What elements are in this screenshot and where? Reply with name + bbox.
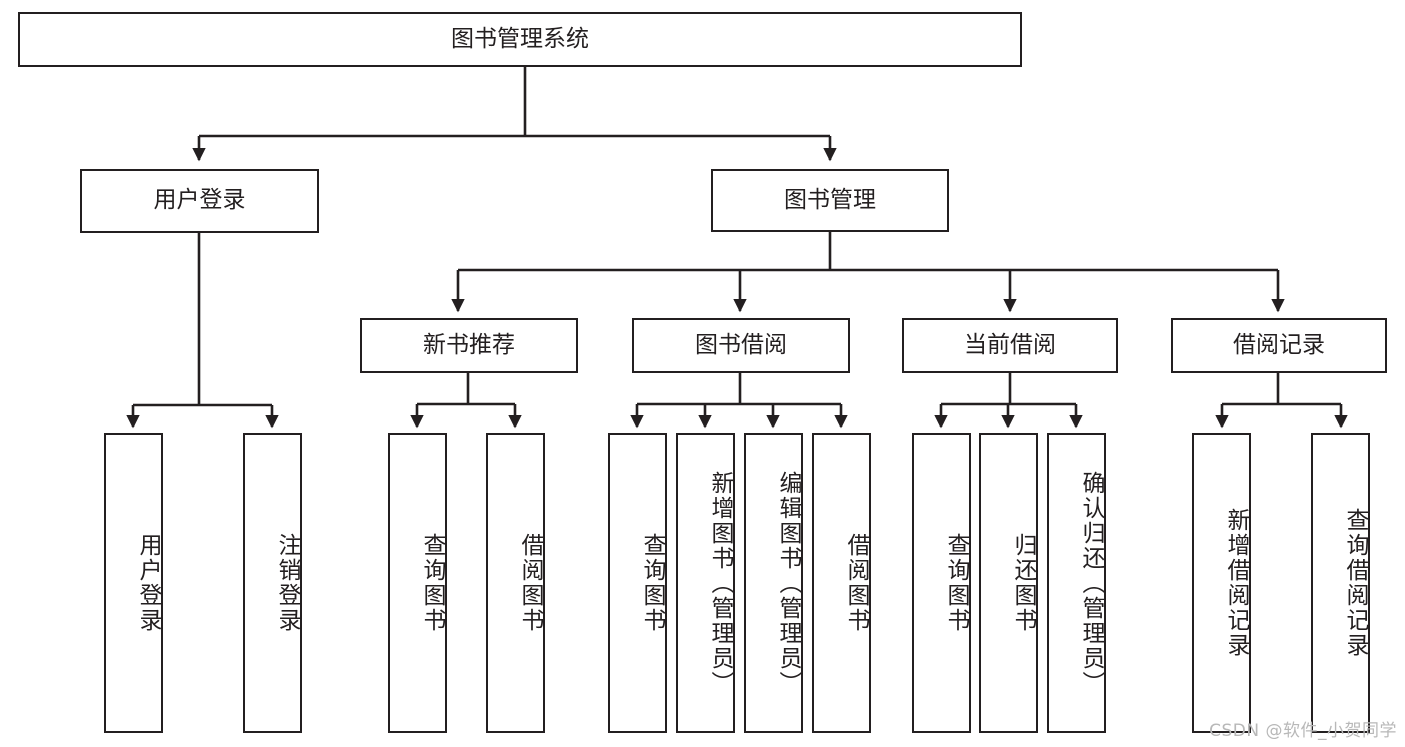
leaf-label: 编辑图书（管理员）: [775, 470, 801, 696]
node-new-book-recommend[interactable]: 新书推荐: [360, 318, 578, 373]
leaf-label: 借阅图书: [517, 533, 543, 633]
node-book-borrow[interactable]: 图书借阅: [632, 318, 850, 373]
node-root-system[interactable]: 图书管理系统: [18, 12, 1022, 67]
leaf-borrow-book[interactable]: 借阅图书: [812, 433, 871, 733]
leaf-label: 查询借阅记录: [1342, 508, 1368, 658]
leaf-confirm-return-admin[interactable]: 确认归还（管理员）: [1047, 433, 1106, 733]
leaf-borrow-book-recommend[interactable]: 借阅图书: [486, 433, 545, 733]
leaf-label: 新增借阅记录: [1223, 508, 1249, 658]
leaf-label: 注销登录: [274, 533, 300, 633]
leaf-return-book[interactable]: 归还图书: [979, 433, 1038, 733]
leaf-query-book-borrow[interactable]: 查询图书: [608, 433, 667, 733]
leaf-label: 用户登录: [135, 533, 161, 633]
leaf-label: 查询图书: [639, 533, 665, 633]
leaf-label: 新增图书（管理员）: [707, 470, 733, 696]
leaf-label: 归还图书: [1010, 533, 1036, 633]
leaf-label: 确认归还（管理员）: [1078, 470, 1104, 696]
node-book-management[interactable]: 图书管理: [711, 169, 949, 232]
node-borrow-record[interactable]: 借阅记录: [1171, 318, 1387, 373]
leaf-query-borrow-record[interactable]: 查询借阅记录: [1311, 433, 1370, 733]
node-current-borrow[interactable]: 当前借阅: [902, 318, 1118, 373]
leaf-query-book-recommend[interactable]: 查询图书: [388, 433, 447, 733]
watermark-text: CSDN @软件_小贺同学: [1209, 721, 1397, 741]
leaf-add-book-admin[interactable]: 新增图书（管理员）: [676, 433, 735, 733]
node-user-login[interactable]: 用户登录: [80, 169, 319, 233]
leaf-label: 查询图书: [419, 533, 445, 633]
leaf-edit-book-admin[interactable]: 编辑图书（管理员）: [744, 433, 803, 733]
leaf-label: 借阅图书: [843, 533, 869, 633]
leaf-label: 查询图书: [943, 533, 969, 633]
leaf-add-borrow-record[interactable]: 新增借阅记录: [1192, 433, 1251, 733]
leaf-user-login[interactable]: 用户登录: [104, 433, 163, 733]
leaf-query-book-current[interactable]: 查询图书: [912, 433, 971, 733]
leaf-logout-login[interactable]: 注销登录: [243, 433, 302, 733]
